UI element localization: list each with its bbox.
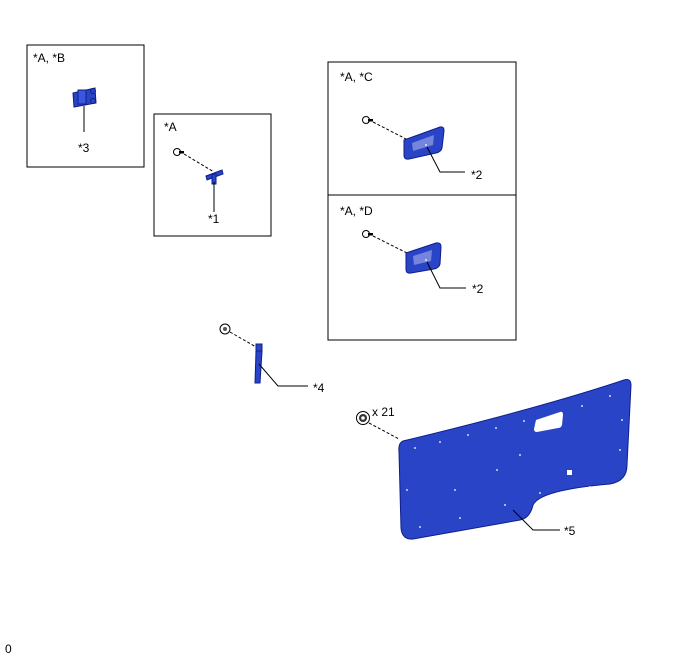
dash-2-lower [372, 235, 410, 255]
fastener-holes [406, 395, 623, 528]
callout-5: *5 [564, 524, 576, 538]
quantity-clips: x 21 [372, 405, 395, 419]
part-1-clip [205, 169, 224, 185]
part-2-upper-handle-bezel [403, 126, 445, 160]
box-a-c-d: *A, *C *2 *A, *D *2 [327, 61, 517, 341]
box-a-c-label: *A, *C [340, 70, 373, 84]
part-4-group: *4 [219, 323, 325, 395]
box-a-c-d-frame [327, 61, 517, 341]
callout-3: *3 [78, 141, 90, 155]
part-3-bracket [72, 87, 97, 108]
box-a-b-label: *A, *B [33, 51, 65, 65]
box-a-b: *A, *B *3 [26, 44, 145, 168]
callout-4: *4 [313, 381, 325, 395]
leader-4 [258, 363, 308, 387]
screw-1-icon [173, 148, 184, 156]
screw-2-upper-icon [362, 116, 373, 124]
part-5-trim-board [398, 379, 632, 540]
callout-1: *1 [208, 212, 220, 226]
corner-mark: 0 [5, 642, 12, 656]
box-a-b-frame [26, 44, 145, 168]
screw-2-lower-icon [362, 230, 373, 238]
box-a-d-label: *A, *D [340, 204, 373, 218]
clip-icon [356, 411, 370, 425]
screw-4-icon [219, 323, 231, 335]
part-4-strap [254, 343, 263, 384]
part-2-lower-handle-bezel [405, 242, 442, 274]
leader-2-upper [426, 146, 465, 173]
dash-2-upper [372, 121, 409, 141]
leader-2-lower [426, 261, 466, 289]
part-5-group: x 21 [356, 379, 632, 540]
dash-5 [368, 422, 400, 440]
dash-4 [229, 331, 257, 348]
callout-2-upper: *2 [471, 168, 483, 182]
dash-1 [183, 153, 215, 173]
leader-5 [512, 509, 560, 531]
box-a: *A *1 [153, 113, 272, 237]
callout-2-lower: *2 [472, 282, 484, 296]
box-a-label: *A [164, 120, 177, 134]
